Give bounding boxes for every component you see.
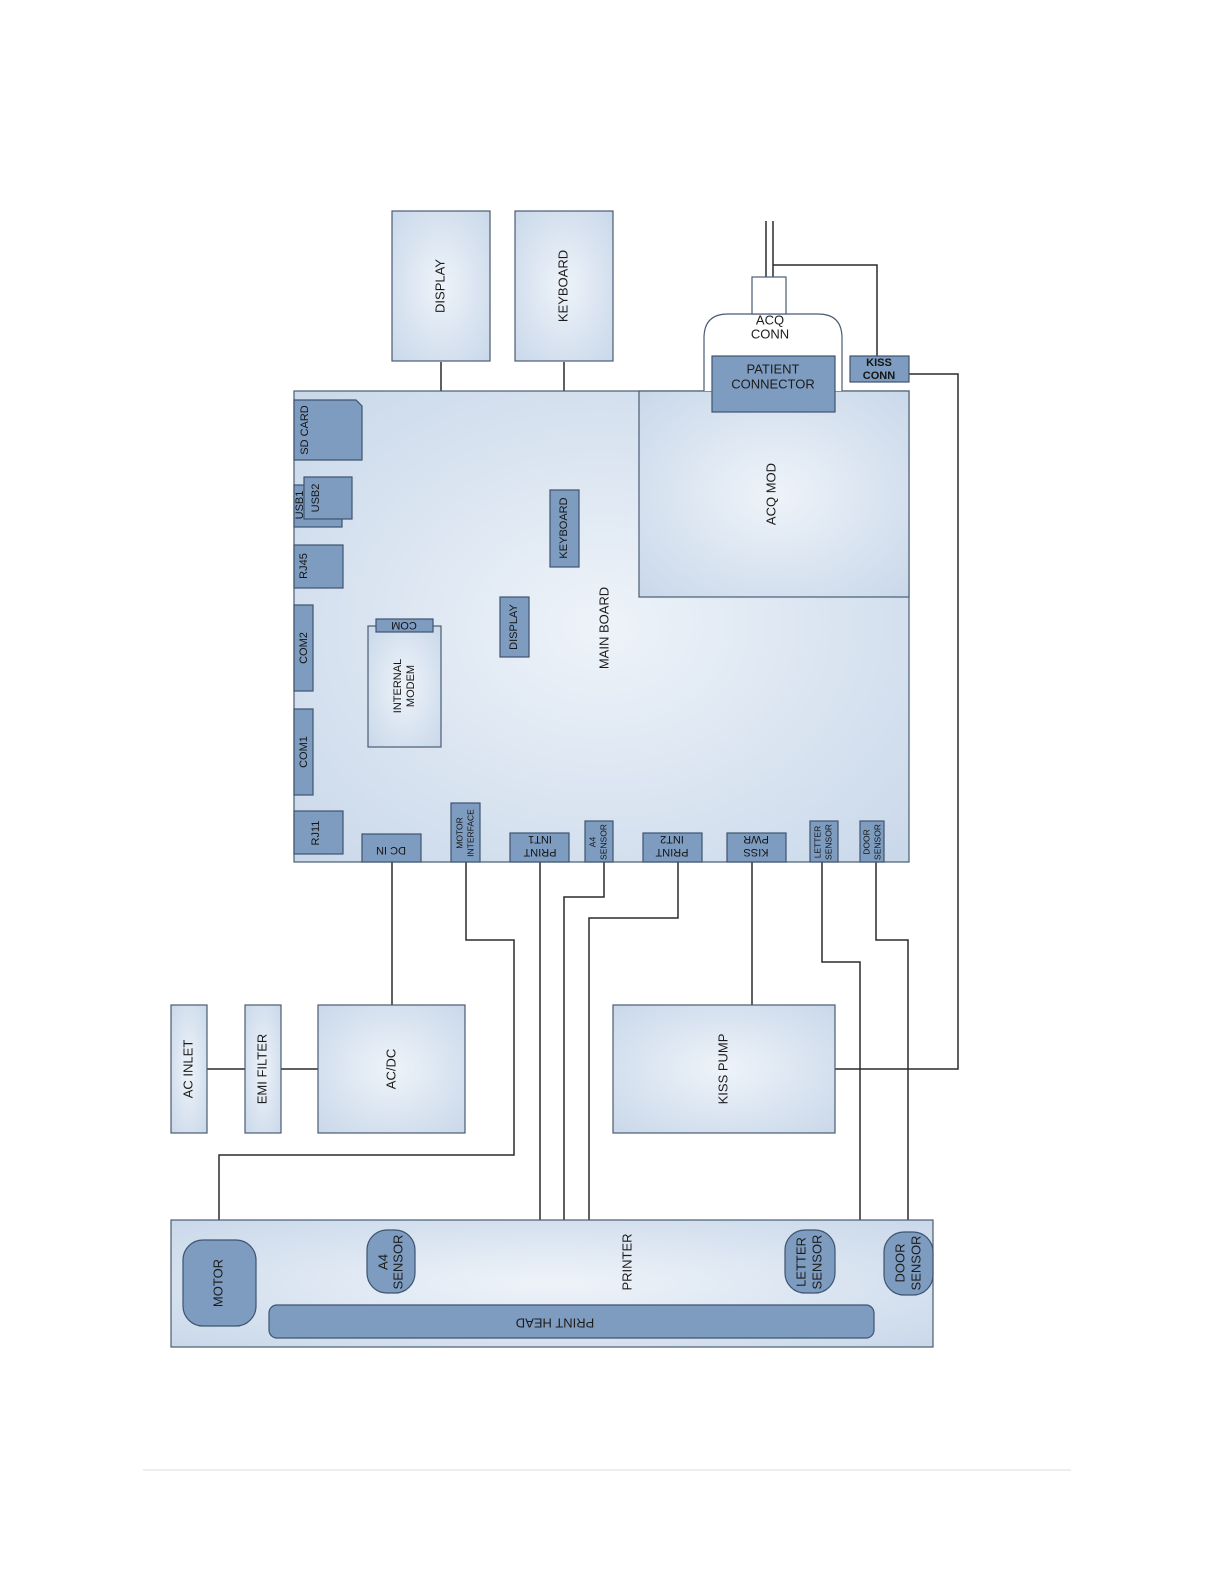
letter-sensor-port-label-1: LETTER <box>812 826 822 859</box>
ac-inlet: AC INLET <box>170 1004 208 1134</box>
a4-sensor-port-label-1: A4 <box>587 837 597 848</box>
display-label: DISPLAY <box>432 259 447 313</box>
kiss-pump-label: KISS PUMP <box>715 1034 730 1105</box>
print-head: PRINT HEAD <box>268 1304 875 1339</box>
print-int2-port: PRINT INT2 <box>642 832 703 863</box>
patient-connector-label-2: CONNECTOR <box>731 376 815 391</box>
letter-sensor: LETTER SENSOR <box>784 1229 836 1294</box>
acq-conn-label-1: ACQ <box>756 312 784 327</box>
wire-motor <box>218 862 515 1242</box>
door-sensor-label-1: DOOR <box>892 1244 907 1283</box>
kiss-conn-label-1: KISS <box>866 357 892 369</box>
motor-interface-label-2: INTERFACE <box>465 809 475 857</box>
patient-connector: PATIENT CONNECTOR <box>711 355 836 413</box>
acq-conn-label-2: CONN <box>751 326 789 341</box>
door-sensor-port-label-1: DOOR <box>861 829 871 855</box>
door-sensor-port-label-2: SENSOR <box>872 824 882 860</box>
kiss-conn: KISS CONN <box>849 355 910 383</box>
main-board-label: MAIN BOARD <box>596 587 611 669</box>
print-int1-label-1: PRINT <box>523 846 556 858</box>
dc-in-label: DC IN <box>376 844 406 856</box>
keyboard-port-label: KEYBOARD <box>558 497 570 558</box>
a4-sensor-label-1: A4 <box>375 1254 390 1270</box>
com2-label: COM2 <box>298 632 310 664</box>
rj45-port: RJ45 <box>293 544 344 589</box>
sd-card-port: SD CARD <box>293 399 363 461</box>
letter-sensor-port: LETTER SENSOR <box>809 820 839 863</box>
wire-print-int2 <box>588 862 679 1305</box>
kiss-pwr-label-2: PWR <box>743 833 769 845</box>
usb2-port: USB2 <box>303 476 353 520</box>
kiss-pwr-port: KISS PWR <box>726 832 787 863</box>
ac-dc-label: AC/DC <box>383 1049 398 1089</box>
internal-modem-label-2: MODEM <box>405 665 417 707</box>
wire-kiss-conn-pump <box>835 373 959 1070</box>
letter-sensor-port-label-2: SENSOR <box>823 824 833 860</box>
kiss-conn-label-2: CONN <box>863 370 895 382</box>
printer-label: PRINTER <box>619 1233 634 1290</box>
dc-in-port: DC IN <box>361 833 422 863</box>
print-int2-label-1: PRINT <box>655 846 688 858</box>
a4-sensor: A4 SENSOR <box>366 1229 416 1294</box>
rj45-label: RJ45 <box>298 553 310 579</box>
motor-label: MOTOR <box>210 1259 225 1307</box>
keyboard-label: KEYBOARD <box>555 250 570 322</box>
acq-mod: ACQ MOD <box>638 390 910 598</box>
patient-connector-label-1: PATIENT <box>747 361 800 376</box>
kiss-pump: KISS PUMP <box>612 1004 836 1134</box>
com1-port: COM1 <box>293 708 314 796</box>
usb2-label: USB2 <box>310 484 322 513</box>
emi-filter: EMI FILTER <box>244 1004 282 1134</box>
door-sensor: DOOR SENSOR <box>883 1231 934 1296</box>
acq-mod-label: ACQ MOD <box>763 463 778 525</box>
kiss-pwr-label-1: KISS <box>743 846 768 858</box>
a4-sensor-port: A4 SENSOR <box>584 820 614 863</box>
keyboard-block: KEYBOARD <box>514 210 614 362</box>
motor-interface-label-1: MOTOR <box>454 817 464 848</box>
internal-modem: INTERNAL MODEM COM <box>367 618 442 748</box>
keyboard-port: KEYBOARD <box>549 489 580 568</box>
motor-interface-port: MOTOR INTERFACE <box>450 802 481 863</box>
print-int2-label-2: INT2 <box>660 833 684 845</box>
ac-inlet-label: AC INLET <box>180 1040 195 1099</box>
door-sensor-port: DOOR SENSOR <box>859 820 885 863</box>
letter-sensor-label-2: SENSOR <box>809 1235 824 1290</box>
letter-sensor-label-1: LETTER <box>793 1237 808 1287</box>
a4-sensor-port-label-2: SENSOR <box>598 824 608 860</box>
print-int1-label-2: INT1 <box>528 833 552 845</box>
emi-filter-label: EMI FILTER <box>254 1034 269 1105</box>
print-int1-port: PRINT INT1 <box>509 832 570 863</box>
com2-port: COM2 <box>293 604 314 692</box>
ac-dc: AC/DC <box>317 1004 466 1134</box>
print-head-label: PRINT HEAD <box>516 1316 595 1331</box>
display-port-label: DISPLAY <box>508 604 520 650</box>
door-sensor-label-2: SENSOR <box>908 1236 923 1291</box>
wire-acq-to-kiss <box>773 264 878 356</box>
wire-door-sensor <box>875 862 909 1232</box>
rj11-port: RJ11 <box>293 810 344 855</box>
rj11-label: RJ11 <box>310 821 322 846</box>
internal-modem-label-1: INTERNAL <box>392 659 404 713</box>
com-label: COM <box>391 619 417 631</box>
com1-label: COM1 <box>298 736 310 768</box>
sd-card-label: SD CARD <box>299 405 311 455</box>
motor: MOTOR <box>182 1239 257 1327</box>
display-port: DISPLAY <box>499 596 530 658</box>
display-block: DISPLAY <box>391 210 491 362</box>
a4-sensor-label-2: SENSOR <box>390 1235 405 1290</box>
usb1-label: USB1 <box>294 491 306 520</box>
